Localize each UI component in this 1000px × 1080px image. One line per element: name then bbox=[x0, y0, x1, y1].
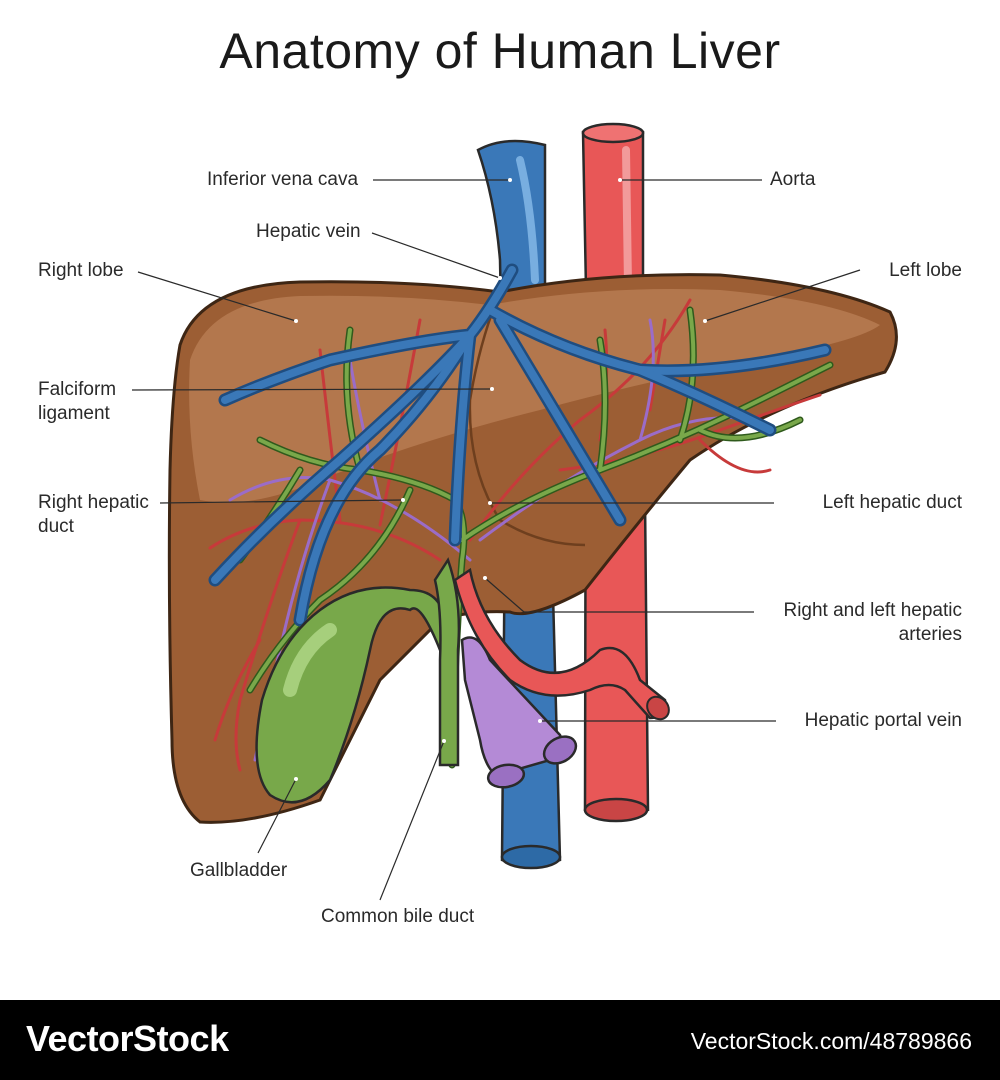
hepatic-artery-branches bbox=[208, 298, 822, 772]
label-right-hepatic-duct: Right hepatic duct bbox=[38, 491, 149, 539]
hepatic-artery-trunk bbox=[453, 567, 670, 721]
leader-lines bbox=[131, 179, 861, 901]
footer-brand-logo: VectorStock bbox=[26, 1018, 229, 1059]
label-falciform-line2: ligament bbox=[38, 403, 110, 424]
label-hepatic-portal-vein: Hepatic portal vein bbox=[804, 710, 962, 731]
label-inferior-vena-cava: Inferior vena cava bbox=[207, 169, 359, 190]
gallbladder bbox=[255, 586, 447, 804]
label-hepatic-arteries-line1: Right and left hepatic bbox=[783, 600, 962, 621]
label-falciform-ligament: Falciform ligament bbox=[38, 378, 116, 426]
common-bile-duct bbox=[433, 557, 461, 767]
hepatic-portal-vein bbox=[460, 636, 578, 789]
diagram-canvas bbox=[131, 122, 898, 901]
label-left-hepatic-duct: Left hepatic duct bbox=[822, 492, 962, 513]
label-falciform-line1: Falciform bbox=[38, 379, 117, 400]
label-right-lobe: Right lobe bbox=[38, 260, 124, 281]
footer-bar: VectorStock VectorStock.com/48789866 bbox=[0, 1000, 1000, 1080]
label-common-bile-duct: Common bile duct bbox=[321, 906, 475, 927]
label-hepatic-arteries-line2: arteries bbox=[898, 624, 962, 645]
diagram-title: Anatomy of Human Liver bbox=[219, 23, 781, 79]
label-aorta: Aorta bbox=[770, 169, 816, 190]
footer-image-code: VectorStock.com/48789866 bbox=[690, 1028, 972, 1054]
label-hepatic-vein: Hepatic vein bbox=[256, 221, 361, 242]
label-gallbladder: Gallbladder bbox=[190, 860, 288, 881]
liver-diagram: Anatomy of Human Liver Inferior vena cav… bbox=[38, 23, 962, 927]
label-hepatic-arteries: Right and left hepatic arteries bbox=[742, 599, 962, 647]
label-right-hepatic-duct-line1: Right hepatic bbox=[38, 492, 149, 513]
label-right-hepatic-duct-line2: duct bbox=[38, 516, 74, 537]
hepatic-vein-branches bbox=[208, 263, 832, 627]
leader-dots bbox=[294, 178, 707, 781]
label-left-lobe: Left lobe bbox=[889, 260, 962, 281]
